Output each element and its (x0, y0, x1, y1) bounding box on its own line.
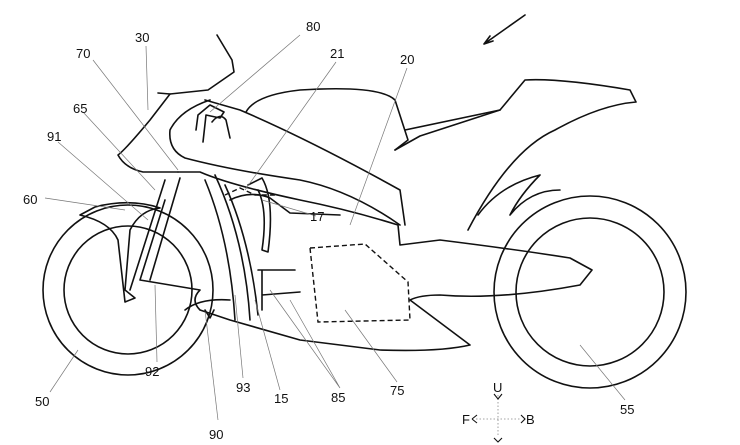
direction-back-label: B (526, 412, 535, 427)
label-55: 55 (620, 402, 634, 417)
rear-swingarm-cover (477, 174, 561, 216)
label-91: 91 (47, 129, 61, 144)
seat (204, 78, 637, 231)
label-65: 65 (73, 101, 87, 116)
label-85: 85 (331, 390, 345, 405)
label-50: 50 (35, 394, 49, 409)
indicator-arrow-90 (204, 309, 215, 319)
front-wheel (42, 204, 214, 376)
windscreen (117, 34, 235, 173)
leader-lines (44, 34, 626, 421)
label-21: 21 (330, 46, 344, 61)
label-80: 80 (306, 19, 320, 34)
front-cowl (168, 99, 401, 226)
direction-up-label: U (493, 380, 502, 395)
side-fairing (139, 171, 593, 352)
fuel-tank (245, 88, 409, 151)
handlebar (195, 104, 231, 143)
direction-front-label: F (462, 412, 470, 427)
direction-indicator: U F B (462, 380, 535, 443)
view-arrow (483, 14, 526, 45)
label-92: 92 (145, 364, 159, 379)
label-20: 20 (400, 52, 414, 67)
fork (129, 177, 181, 291)
label-15: 15 (274, 391, 288, 406)
reference-numerals: 30 80 70 21 20 65 91 60 17 50 92 93 15 8… (23, 19, 634, 442)
label-75: 75 (390, 383, 404, 398)
label-70: 70 (76, 46, 90, 61)
label-93: 93 (236, 380, 250, 395)
label-17: 17 (310, 209, 324, 224)
air-duct (204, 174, 259, 321)
front-fender (79, 201, 161, 303)
label-30: 30 (135, 30, 149, 45)
rear-wheel (493, 195, 687, 389)
component-75-outline (309, 243, 411, 323)
label-60: 60 (23, 192, 37, 207)
label-90: 90 (209, 427, 223, 442)
